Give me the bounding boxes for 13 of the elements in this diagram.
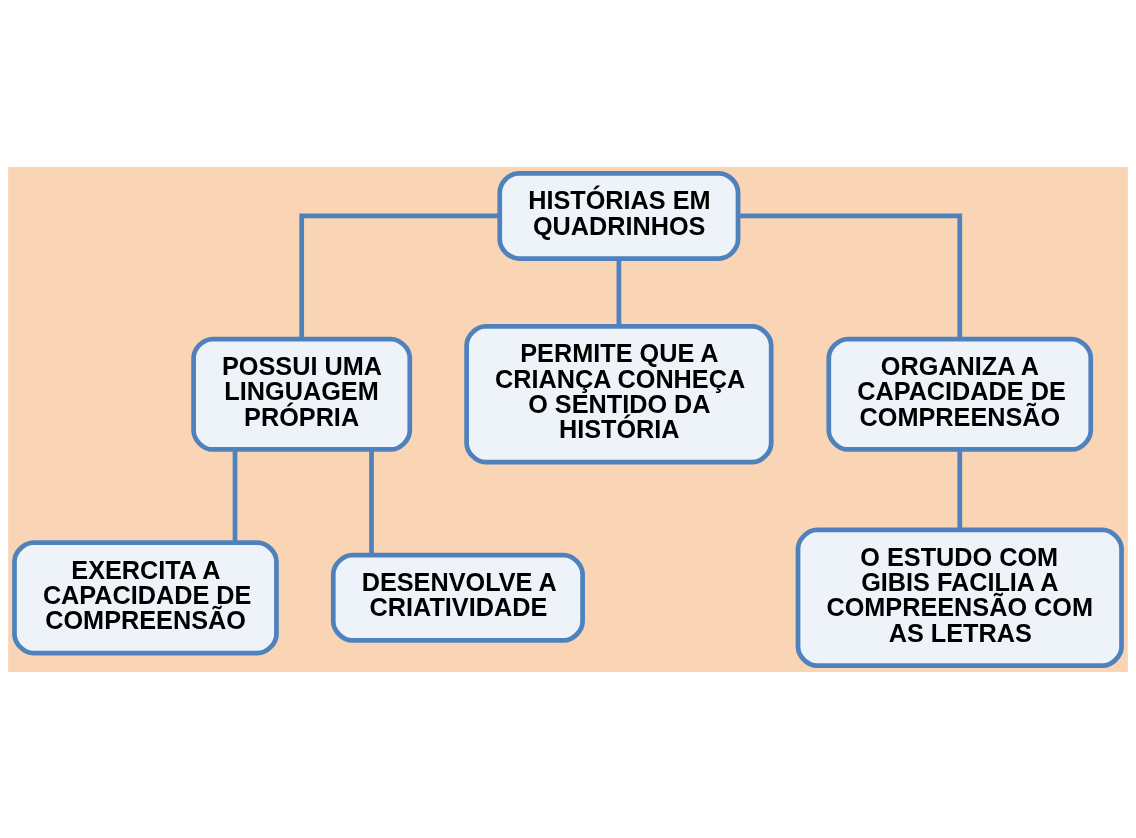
node-box: ORGANIZA A CAPACIDADE DE COMPREENSÃO — [826, 336, 1094, 452]
node-box: O ESTUDO COM GIBIS FACILIA A COMPREENSÃO COM AS LETRAS — [795, 527, 1124, 668]
node-box: PERMITE QUE A CRIANÇA CONHEÇA O SENTIDO DA HISTÓRIA — [464, 323, 774, 464]
node-box: DESENVOLVE A CRIATIVIDADE — [330, 552, 585, 643]
connector — [616, 258, 622, 326]
connector — [738, 213, 963, 339]
node-box: POSSUI UMA LINGUAGEM PRÓPRIA — [191, 336, 413, 452]
connector — [299, 213, 500, 339]
connector — [957, 449, 963, 530]
node-box: HISTÓRIAS EM QUADRINHOS — [497, 170, 741, 261]
connector — [369, 449, 374, 555]
node-box: EXERCITA A CAPACIDADE DE COMPREENSÃO — [12, 539, 279, 655]
connector — [232, 449, 238, 542]
